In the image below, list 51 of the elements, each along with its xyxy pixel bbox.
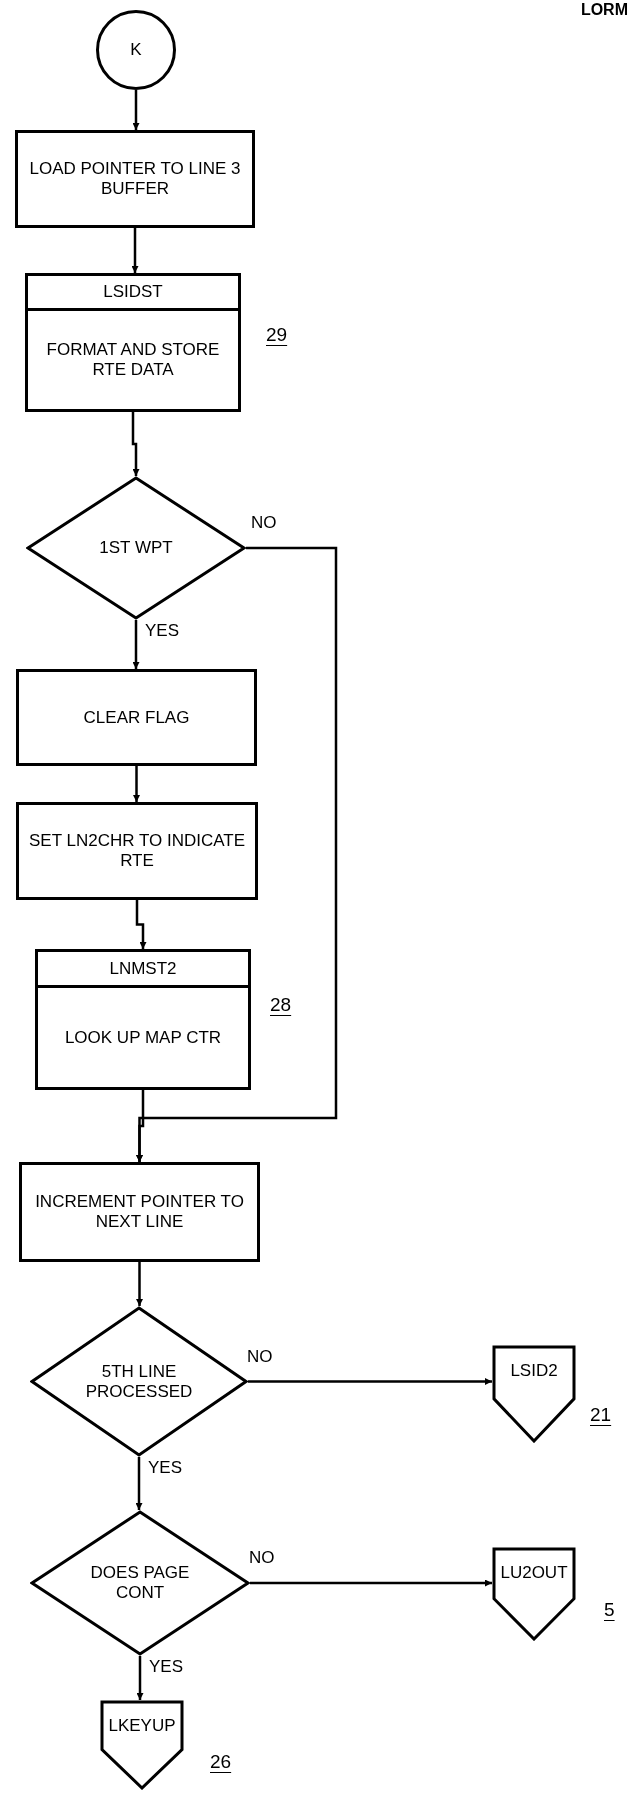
edge-label: YES bbox=[147, 1459, 184, 1476]
reference-number: 21 bbox=[590, 1405, 612, 1424]
subroutine-box bbox=[25, 273, 241, 412]
process-text: LOAD POINTER TO LINE 3 BUFFER bbox=[28, 159, 242, 199]
connector-text: LKEYUP bbox=[108, 1716, 176, 1736]
edge-label: NO bbox=[248, 1549, 276, 1566]
connector-text: LU2OUT bbox=[500, 1563, 568, 1583]
edge-label: NO bbox=[246, 1347, 274, 1365]
process-box bbox=[19, 1162, 260, 1262]
off-page-connector bbox=[492, 1345, 576, 1443]
subroutine-name: LNMST2 bbox=[109, 958, 177, 979]
decision-diamond bbox=[26, 476, 246, 620]
process-box bbox=[16, 802, 258, 900]
reference-number: 5 bbox=[604, 1600, 615, 1619]
edge-label: YES bbox=[148, 1658, 185, 1675]
reference-number: 29 bbox=[266, 325, 288, 344]
flow-arrow bbox=[136, 1090, 145, 1162]
process-text: CLEAR FLAG bbox=[83, 707, 190, 728]
subroutine-box bbox=[35, 949, 251, 1090]
decision-text: 5TH LINE PROCESSED bbox=[85, 1361, 193, 1402]
flow-arrow bbox=[132, 90, 140, 130]
flow-arrow bbox=[135, 1457, 143, 1510]
decision-diamond bbox=[30, 1510, 250, 1656]
process-text: FORMAT AND STORE RTE DATA bbox=[45, 340, 221, 380]
flow-arrow bbox=[136, 1656, 144, 1700]
flow-arrow bbox=[133, 766, 140, 802]
process-text: INCREMENT POINTER TO NEXT LINE bbox=[34, 1192, 245, 1232]
decision-text: 1ST WPT bbox=[99, 538, 173, 558]
flow-arrow bbox=[131, 412, 140, 476]
process-box bbox=[16, 669, 257, 766]
process-box bbox=[15, 130, 255, 228]
flow-arrow bbox=[135, 900, 147, 949]
edge-label: YES bbox=[144, 622, 181, 639]
flow-arrow bbox=[136, 1262, 143, 1306]
flow-arrow bbox=[250, 1579, 492, 1587]
decision-diamond bbox=[30, 1306, 248, 1457]
subroutine-name: LSIDST bbox=[103, 282, 163, 302]
connector-letter: K bbox=[130, 40, 142, 60]
off-page-connector bbox=[100, 1700, 184, 1790]
connector-text: LSID2 bbox=[510, 1361, 558, 1381]
page-label: LORM bbox=[580, 2, 628, 18]
flow-arrow bbox=[132, 620, 140, 669]
process-text: LOOK UP MAP CTR bbox=[64, 1027, 222, 1048]
off-page-connector bbox=[492, 1547, 576, 1641]
process-text: SET LN2CHR TO INDICATE RTE bbox=[28, 831, 246, 871]
reference-number: 28 bbox=[270, 995, 292, 1014]
flow-arrow bbox=[131, 228, 139, 273]
decision-text: DOES PAGE CONT bbox=[90, 1563, 190, 1603]
flow-arrow bbox=[248, 1378, 492, 1385]
reference-number: 26 bbox=[210, 1752, 232, 1771]
edge-label: NO bbox=[250, 514, 278, 531]
